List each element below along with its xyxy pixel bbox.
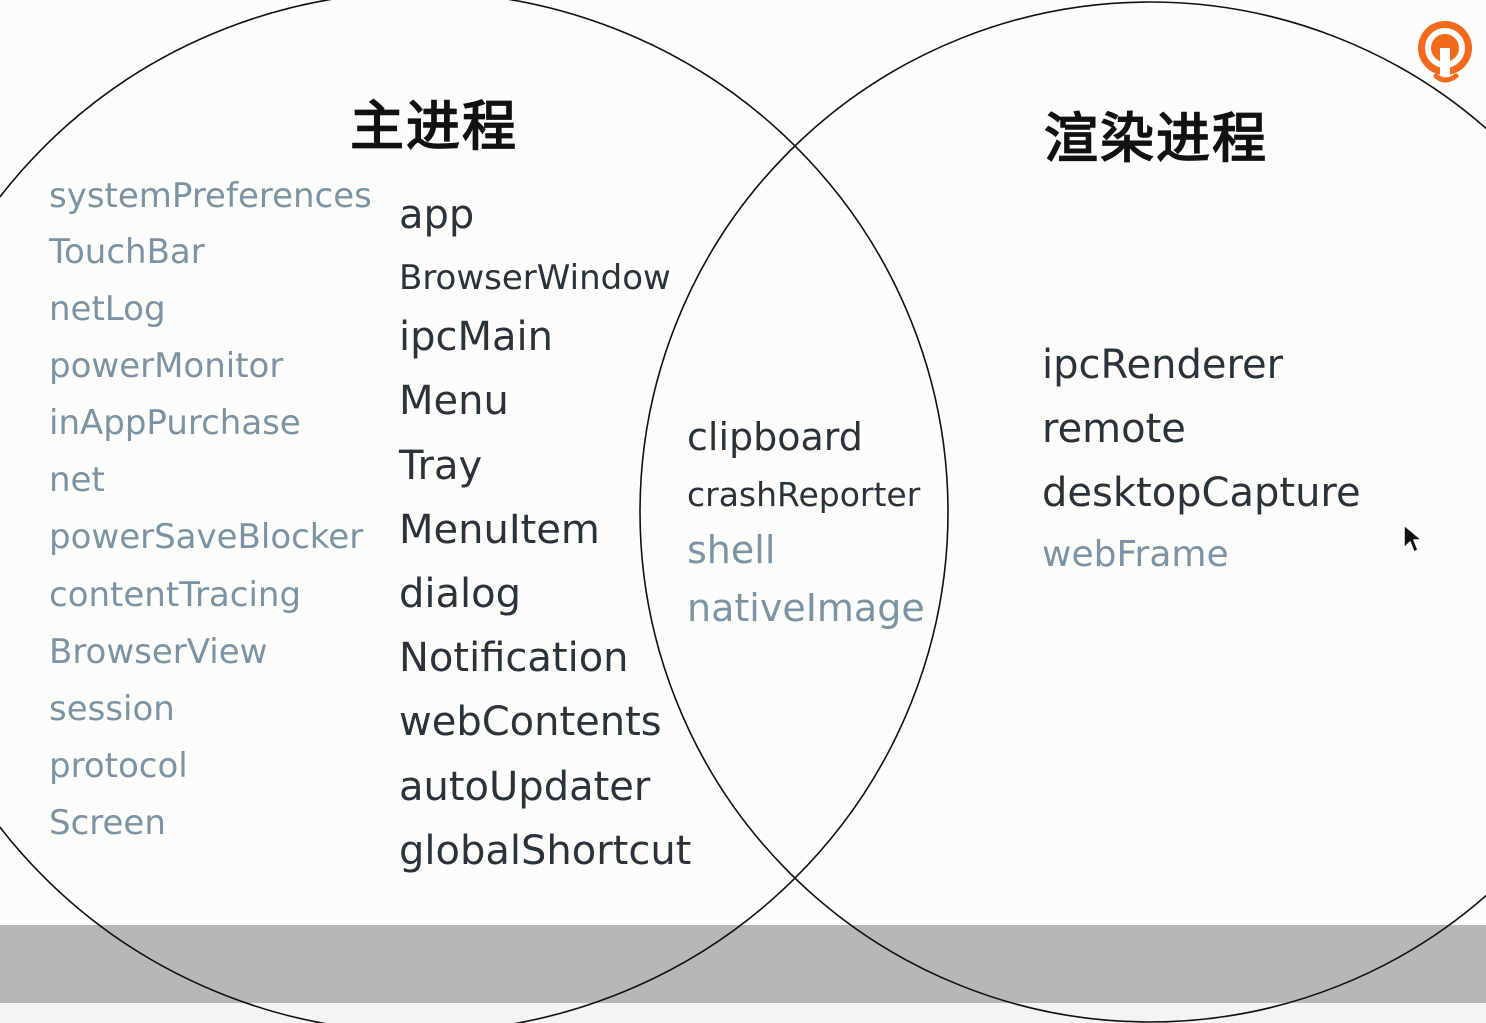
renderer-only-list: ipcRenderer remote desktopCapture webFra…: [1042, 0, 1382, 700]
list-item: Menu: [399, 378, 509, 424]
renderer-process-title: 渲染进程: [1044, 107, 1268, 170]
list-item: app: [399, 192, 475, 238]
list-item: nativeImage: [687, 586, 925, 630]
list-item: BrowserView: [49, 632, 268, 672]
list-item: webFrame: [1042, 534, 1229, 575]
list-item: desktopCapture: [1042, 470, 1361, 516]
list-item: net: [49, 460, 105, 500]
list-item: systemPreferences: [49, 176, 372, 216]
list-item: Screen: [49, 803, 166, 843]
list-item: remote: [1042, 406, 1186, 452]
main-only-dark-list: app BrowserWindow ipcMain Menu Tray Menu…: [399, 0, 719, 900]
list-item: ipcMain: [399, 314, 553, 360]
main-process-title: 主进程: [350, 95, 518, 158]
list-item: Notification: [399, 635, 629, 681]
list-item: crashReporter: [687, 475, 921, 514]
list-item: netLog: [49, 289, 166, 329]
orange-circular-arrow-logo-icon: [1418, 21, 1472, 83]
list-item: powerSaveBlocker: [49, 517, 364, 557]
list-item: globalShortcut: [399, 828, 692, 874]
list-item: protocol: [49, 746, 188, 786]
list-item: ipcRenderer: [1042, 342, 1284, 388]
list-item: TouchBar: [49, 232, 205, 272]
list-item: autoUpdater: [399, 764, 651, 810]
bottom-gray-band: [0, 925, 1486, 1003]
list-item: MenuItem: [399, 507, 600, 553]
list-item: webContents: [399, 699, 662, 745]
list-item: powerMonitor: [49, 346, 284, 386]
list-item: shell: [687, 528, 776, 572]
main-process-circle: [0, 0, 949, 1023]
list-item: session: [49, 689, 175, 729]
list-item: dialog: [399, 571, 521, 617]
shared-modules-list: clipboard crashReporter shell nativeImag…: [687, 0, 937, 700]
list-item: BrowserWindow: [399, 258, 671, 298]
main-only-muted-list: systemPreferences TouchBar netLog powerM…: [49, 0, 389, 900]
list-item: clipboard: [687, 415, 863, 459]
list-item: Tray: [399, 443, 483, 489]
list-item: inAppPurchase: [49, 403, 301, 443]
bottom-edge-strip: [0, 1003, 1486, 1023]
renderer-process-circle: [639, 1, 1486, 1023]
list-item: contentTracing: [49, 575, 302, 615]
mouse-pointer-icon: [1403, 524, 1423, 553]
